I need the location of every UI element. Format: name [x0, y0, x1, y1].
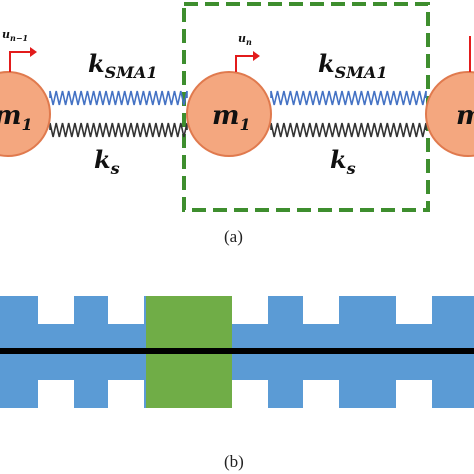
arrow-u-left — [9, 47, 37, 72]
spring-sma-left — [49, 90, 188, 106]
mass-left — [0, 71, 51, 157]
top-notches — [38, 296, 432, 324]
mass-right — [425, 71, 474, 157]
disp-left-label: un−1 — [2, 28, 28, 43]
spring-s-right — [270, 122, 427, 138]
mass-center — [186, 71, 272, 157]
mass-left-label: m1 — [0, 101, 33, 134]
spring-sma-left-label: kSMA1 — [88, 49, 157, 82]
spring-sma-right-label: kSMA1 — [318, 49, 387, 82]
caption-b: (b) — [224, 452, 244, 471]
mass-center-label: m1 — [212, 101, 251, 134]
center-line — [0, 348, 474, 354]
spring-sma-right — [270, 90, 427, 106]
disp-center-label: un — [238, 32, 252, 47]
mass-right-label: m1 — [456, 101, 474, 134]
bottom-notches — [38, 380, 432, 408]
arrow-u-center — [235, 51, 260, 72]
panel-b: (b) — [0, 296, 474, 471]
spring-s-left-label: ks — [94, 145, 120, 178]
spring-s-right-label: ks — [330, 145, 356, 178]
caption-a: (a) — [224, 227, 243, 246]
panel-a: m1 m1 m1 kSMA1 kSMA1 ks ks un−1 — [0, 2, 474, 246]
spring-s-left — [49, 122, 188, 138]
